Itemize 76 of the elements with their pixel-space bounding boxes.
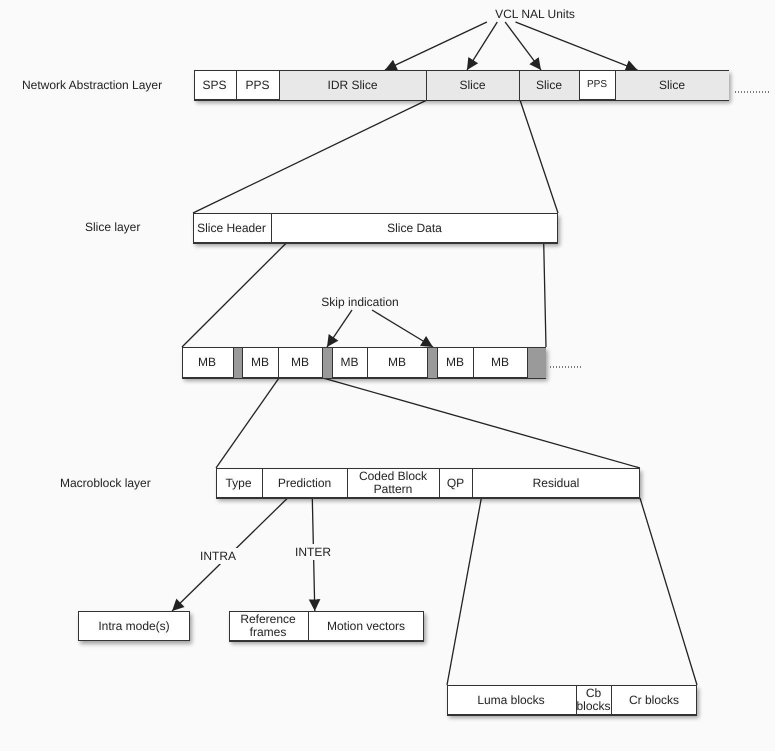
segment-label: QP bbox=[446, 476, 464, 490]
expansion-line bbox=[639, 498, 698, 686]
arrow bbox=[504, 22, 542, 70]
edge-label: INTER bbox=[293, 544, 333, 560]
segment-box bbox=[194, 70, 236, 100]
segment-label: PPS bbox=[586, 80, 607, 90]
skip-block bbox=[322, 346, 332, 378]
bitstream-bar bbox=[194, 70, 729, 100]
segment-label: Slice bbox=[658, 78, 685, 92]
expansion-line bbox=[543, 242, 547, 348]
segment-box bbox=[446, 684, 576, 716]
segment-label: Coded Block Pattern bbox=[358, 470, 428, 496]
expansion-line bbox=[192, 99, 428, 214]
bitstream-bar bbox=[447, 685, 697, 715]
segment-label: Reference frames bbox=[239, 613, 297, 639]
segment-label: Slice bbox=[536, 78, 562, 92]
segment-label: Slice bbox=[459, 78, 486, 92]
segment-label: MB bbox=[446, 356, 464, 369]
segment-box bbox=[192, 212, 272, 244]
segment-box bbox=[438, 346, 474, 378]
segment-label: MB bbox=[198, 356, 216, 369]
layer-label: Slice layer bbox=[85, 220, 140, 234]
bitstream-bar bbox=[216, 468, 640, 498]
segment-label: SPS bbox=[202, 78, 226, 92]
expansion-line bbox=[519, 100, 559, 214]
segment-label: Intra mode(s) bbox=[98, 620, 170, 632]
segment-box bbox=[272, 212, 558, 244]
layer-label: Network Abstraction Layer bbox=[22, 78, 162, 92]
segment-label: MB bbox=[388, 356, 406, 369]
arrow bbox=[326, 310, 353, 348]
segment-box bbox=[474, 346, 528, 378]
segment-label: IDR Slice bbox=[327, 78, 378, 92]
segment-box bbox=[262, 468, 348, 498]
segment-box bbox=[440, 468, 472, 498]
skip-block bbox=[528, 346, 546, 378]
segment-label: MB bbox=[251, 356, 269, 369]
arrow bbox=[466, 22, 498, 70]
segment-label: Type bbox=[225, 476, 252, 490]
segment-box bbox=[616, 70, 728, 100]
segment-box bbox=[368, 346, 428, 378]
segment-label: Slice Header bbox=[197, 222, 266, 234]
segment-label: MB bbox=[340, 356, 358, 369]
segment-label: Luma blocks bbox=[477, 694, 545, 706]
segment-box bbox=[216, 468, 262, 498]
segment-box bbox=[308, 610, 424, 642]
segment-box bbox=[332, 346, 368, 378]
expansion-line bbox=[322, 377, 640, 469]
annotation-text: Skip indication bbox=[321, 296, 399, 308]
segment-label: MB bbox=[491, 356, 509, 369]
expansion-line bbox=[446, 498, 482, 686]
segment-box bbox=[78, 611, 190, 641]
expansion-line bbox=[182, 242, 287, 348]
segment-label: Cb blocks bbox=[576, 687, 610, 713]
arrow bbox=[372, 309, 434, 348]
segment-label: Residual bbox=[532, 476, 580, 490]
expansion-line bbox=[215, 378, 280, 468]
segment-label: Slice Data bbox=[387, 222, 442, 234]
edge-label: INTRA bbox=[198, 548, 238, 564]
segment-box bbox=[426, 70, 520, 100]
segment-box bbox=[242, 346, 278, 378]
bitstream-bar bbox=[229, 611, 424, 641]
bitstream-bar bbox=[193, 213, 558, 243]
segment-label: Prediction bbox=[278, 476, 332, 490]
segment-label: Cr blocks bbox=[628, 694, 679, 706]
segment-box bbox=[348, 468, 440, 498]
arrow bbox=[384, 21, 488, 71]
arrow bbox=[515, 21, 638, 72]
layer-label: Macroblock layer bbox=[60, 476, 151, 490]
segment-label: PPS bbox=[245, 78, 270, 92]
segment-box bbox=[228, 610, 308, 642]
annotation-text: VCL NAL Units bbox=[495, 8, 575, 20]
segment-box bbox=[280, 70, 426, 100]
bitstream-bar bbox=[182, 347, 546, 378]
segment-box bbox=[520, 70, 580, 100]
segment-label: MB bbox=[291, 356, 309, 369]
segment-label: Motion vectors bbox=[326, 620, 406, 632]
